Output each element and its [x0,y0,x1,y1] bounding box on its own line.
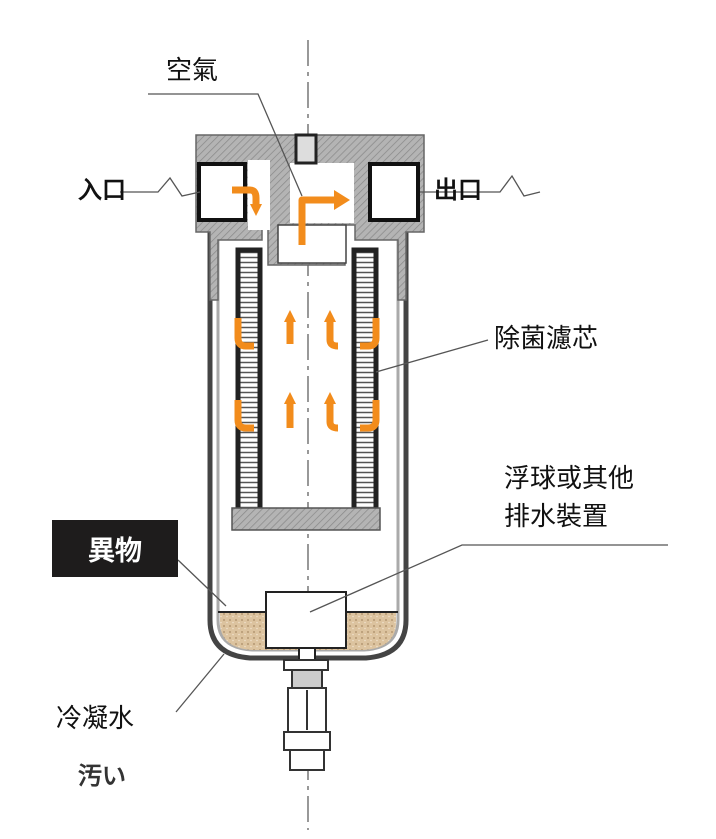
float [265,591,347,649]
label-outlet: 出口 [434,176,482,204]
filter-right-column [351,247,379,515]
label-drain-line1: 浮球或其他 [504,464,635,494]
label-filter-element: 除菌濾芯 [494,324,599,354]
leader-lines [120,93,668,713]
label-air: 空氣 [166,56,219,86]
flow-arrows [232,186,380,432]
label-condensate: 冷凝水 [56,704,135,734]
drain-valve [283,659,331,771]
label-foreign-matter: 異物 [88,536,142,567]
label-drain-line2: 排水裝置 [504,502,609,532]
label-foreign-matter-box: 異物 [52,520,178,577]
label-dirty: 汚い [78,762,126,790]
outlet-port [368,162,420,222]
filter-end-plate [231,507,381,531]
top-plug [294,133,318,165]
label-inlet: 入口 [78,176,126,204]
arrow-heads [250,190,350,404]
filter-left-column [235,247,263,515]
